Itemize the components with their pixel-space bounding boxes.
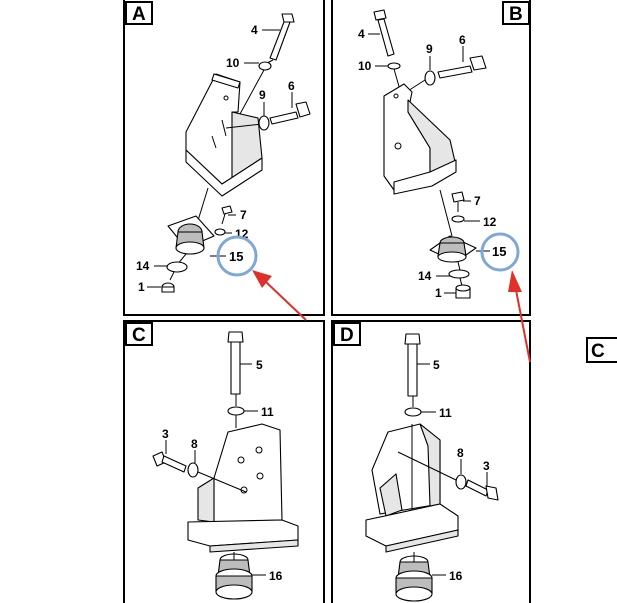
washer-icon [258, 61, 272, 71]
bolt-icon [465, 479, 499, 501]
panel-a-drawing: 4 10 9 6 7 12 14 15 1 [136, 13, 311, 294]
bolt-icon [221, 205, 233, 225]
part-label: 5 [433, 358, 440, 372]
part-label: 8 [191, 437, 198, 451]
panel-d-label: D [333, 322, 361, 346]
part-label: 1 [435, 286, 442, 300]
part-label: 3 [483, 459, 490, 473]
rubber-mount-icon [167, 215, 215, 255]
panel-a-label: A [125, 1, 153, 25]
arrow-icon [252, 270, 307, 321]
part-label: 15 [229, 249, 243, 264]
bracket-icon [383, 83, 457, 195]
part-label: 1 [138, 280, 145, 294]
part-label: 10 [358, 59, 372, 73]
panel-c-frame [123, 320, 325, 603]
stray-panel-label: C [586, 337, 617, 363]
part-label: 8 [457, 446, 464, 460]
part-label: 16 [449, 569, 463, 583]
arrow-icon [508, 270, 531, 363]
rubber-mount-icon [215, 553, 253, 600]
stray-panel-letter: C [591, 341, 605, 362]
part-label: 14 [136, 259, 150, 273]
part-label: 7 [240, 208, 247, 222]
highlight-circle [480, 232, 520, 272]
part-label: 14 [418, 269, 432, 283]
bolt-icon [404, 333, 421, 397]
panel-b-drawing: 4 10 9 6 7 12 15 14 1 [358, 9, 520, 300]
part-label: 12 [483, 215, 497, 229]
bolt-icon [152, 451, 187, 473]
panel-b-frame [331, 0, 531, 316]
bolt-icon [227, 331, 244, 395]
washer-icon [455, 474, 467, 490]
part-label: 4 [358, 27, 365, 41]
part-label: 4 [251, 23, 258, 37]
washer-icon [227, 406, 245, 416]
washer-icon [214, 228, 226, 236]
bolt-icon [451, 191, 465, 212]
panel-a-frame [123, 0, 325, 316]
bracket-icon [185, 73, 263, 197]
bolt-icon [269, 101, 311, 125]
panel-b-label: B [502, 1, 530, 25]
part-label: 5 [256, 358, 263, 372]
washer-icon [448, 269, 470, 279]
part-label: 9 [426, 42, 433, 56]
part-label: 15 [492, 244, 506, 259]
washer-icon [166, 261, 188, 273]
rubber-mount-icon [395, 555, 433, 602]
part-label: 11 [261, 405, 274, 419]
nut-icon [161, 282, 175, 293]
bolt-icon [437, 55, 487, 79]
nut-icon [455, 284, 471, 299]
panel-a-letter: A [132, 4, 146, 25]
panel-d-drawing: 5 11 8 3 16 [365, 333, 499, 602]
washer-icon [258, 115, 270, 131]
panel-d-frame [331, 320, 531, 603]
washer-icon [387, 62, 401, 70]
washer-icon [424, 70, 436, 86]
bracket-icon [187, 423, 299, 553]
part-label: 11 [439, 406, 452, 420]
part-label: 16 [269, 569, 283, 583]
panel-c-letter: C [132, 325, 146, 346]
bolt-icon [264, 13, 295, 65]
highlight-circle [216, 235, 258, 277]
panel-b-letter: B [509, 4, 523, 25]
bracket-icon [365, 423, 459, 553]
panel-c-label: C [125, 322, 153, 346]
part-label: 3 [162, 427, 169, 441]
bolt-icon [373, 9, 395, 57]
part-label: 7 [474, 194, 481, 208]
rubber-mount-icon [429, 235, 477, 263]
part-label: 6 [459, 33, 466, 47]
part-label: 6 [288, 79, 295, 93]
part-label: 10 [226, 56, 240, 70]
washer-icon [187, 462, 199, 478]
washer-icon [404, 407, 422, 417]
panel-c-drawing: 5 11 3 8 16 [152, 331, 299, 600]
washer-icon [451, 215, 465, 223]
panel-d-letter: D [340, 325, 354, 346]
part-label: 9 [259, 88, 266, 102]
